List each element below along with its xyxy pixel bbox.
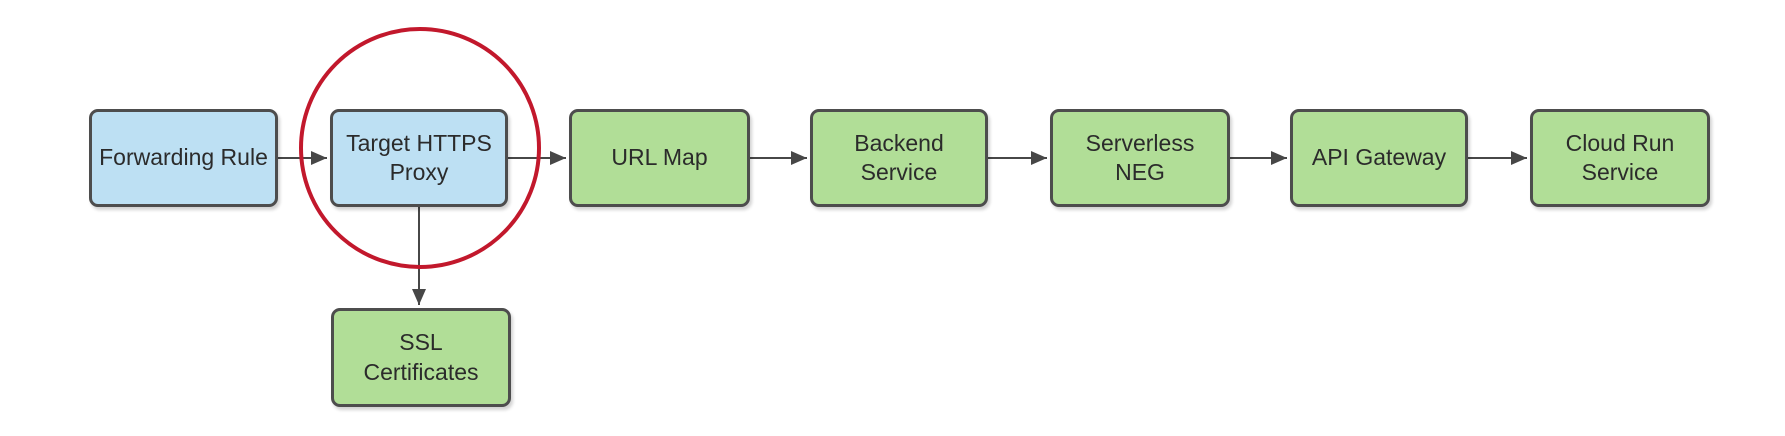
node-api-gateway: API Gateway [1290,109,1468,207]
node-forwarding-rule: Forwarding Rule [89,109,278,207]
node-cloud-run-service: Cloud Run Service [1530,109,1710,207]
node-label: Forwarding Rule [99,144,268,171]
node-url-map: URL Map [569,109,750,207]
node-label: Target HTTPS Proxy [346,129,492,185]
node-backend-service: Backend Service [810,109,988,207]
node-label: Cloud Run Service [1565,129,1675,185]
node-ssl-certificates: SSL Certificates [331,308,511,407]
node-label: Backend Service [854,129,944,185]
node-label: API Gateway [1311,144,1447,171]
node-label: URL Map [611,144,708,171]
node-serverless-neg: Serverless NEG [1050,109,1230,207]
node-label: Serverless NEG [1085,129,1195,185]
node-label: SSL Certificates [363,329,479,385]
node-target-https-proxy: Target HTTPS Proxy [330,109,508,207]
